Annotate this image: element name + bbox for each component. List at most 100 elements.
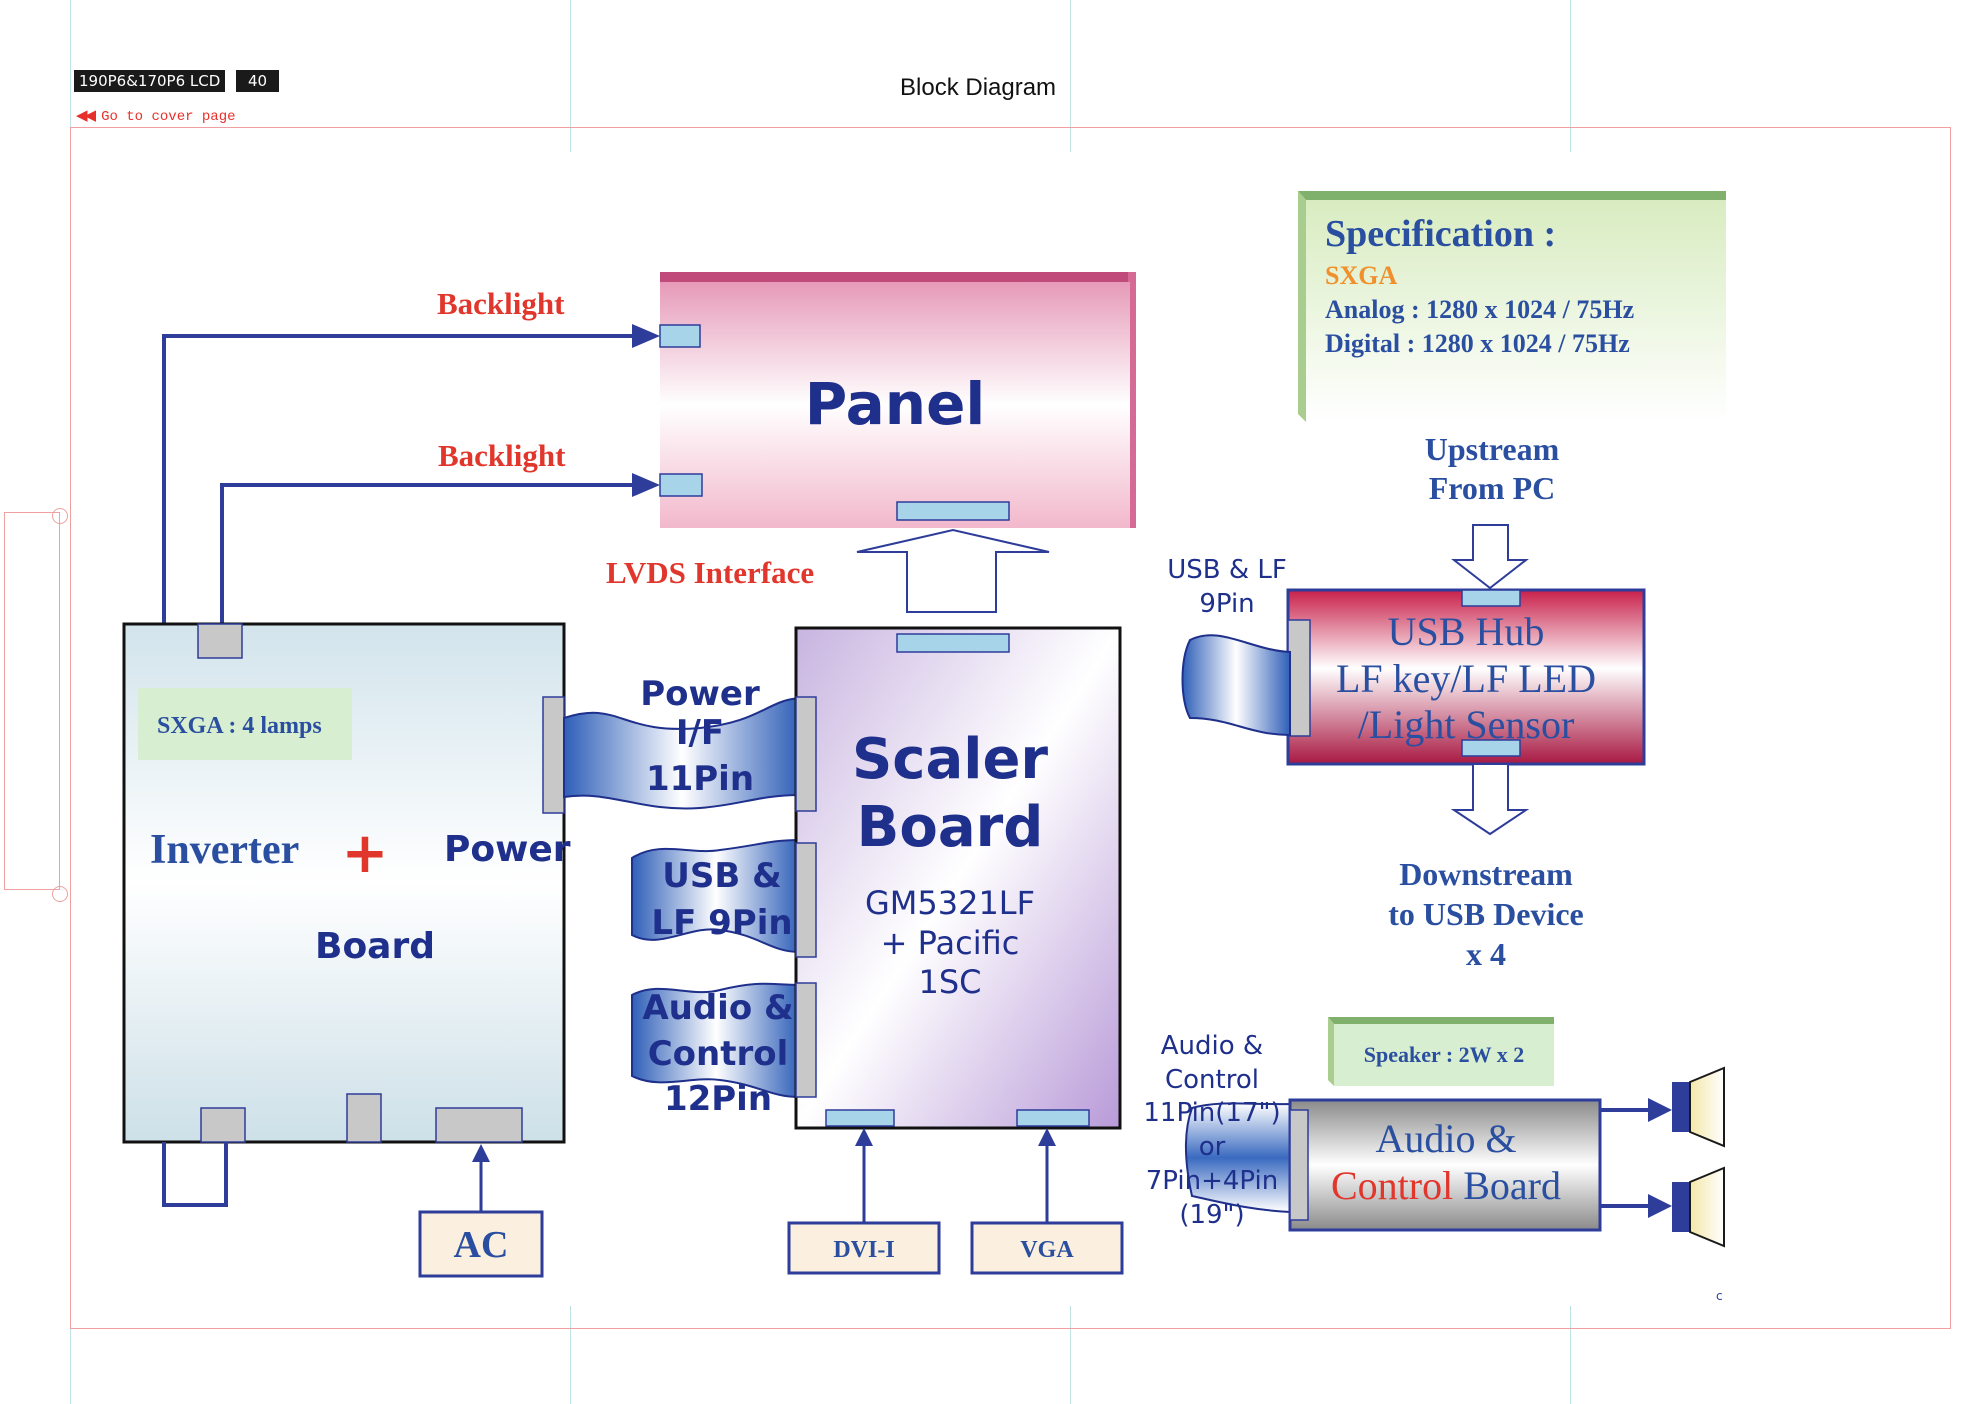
inverter-side-connector — [542, 696, 565, 814]
page-number-badge: 40 — [236, 70, 280, 92]
audio-right-line1: Audio & — [1161, 1031, 1263, 1061]
downstream-line1: Downstream — [1399, 856, 1573, 892]
guide-line — [70, 1306, 71, 1404]
cable-audio-line3: 12Pin — [664, 1079, 772, 1119]
cables-right: USB & LF 9Pin Audio & Control 11Pin(17")… — [1143, 555, 1291, 1230]
audio-right-line3: 11Pin(17") — [1143, 1098, 1280, 1128]
panel-backlight-connector — [659, 473, 703, 497]
scaler-label-line1: Scaler — [852, 727, 1048, 792]
vga-label: VGA — [1020, 1237, 1074, 1263]
guide-line — [570, 0, 571, 152]
scaler-power-connector — [795, 696, 817, 812]
inverter-ac-connector — [435, 1107, 523, 1143]
speaker-icon — [1672, 1182, 1690, 1232]
inverter-top-connector — [197, 623, 243, 659]
audio-board-control: Control — [1331, 1163, 1453, 1208]
usb-lf-9pin-line1: USB & LF — [1167, 555, 1287, 585]
power-label: Power — [444, 829, 571, 870]
page-title: Block Diagram — [900, 74, 1057, 101]
hub-line3: /Light Sensor — [1358, 702, 1575, 747]
board-label: Board — [315, 926, 435, 967]
plus-sign: + — [342, 821, 389, 886]
audio-right-line2: Control — [1165, 1065, 1259, 1095]
footer-mark: c — [1716, 1289, 1723, 1303]
cable-audio-line2: Control — [648, 1034, 789, 1074]
scaler-label-line2: Board — [857, 795, 1044, 860]
upstream-line1: Upstream — [1425, 431, 1560, 467]
usb-lf-9pin-line2: 9Pin — [1199, 589, 1254, 619]
cable-power-line1: Power — [640, 674, 760, 714]
audio-right-line4: or — [1199, 1132, 1226, 1162]
inverter-loop-wire — [162, 1142, 228, 1207]
guide-line — [1570, 0, 1571, 152]
spec-heading: Specification : — [1325, 213, 1556, 255]
page-frame — [70, 127, 1951, 1329]
guide-line — [1570, 1306, 1571, 1404]
lvds-arrow: LVDS Interface — [606, 528, 1050, 613]
lamps-label: SXGA : 4 lamps — [157, 713, 322, 739]
audio-board-connector — [1289, 1109, 1309, 1221]
usb-hub-block: Upstream From PC USB Hub LF key/LF LED /… — [1286, 431, 1646, 972]
input-blocks: AC DVI-I VGA — [418, 1128, 1124, 1278]
inverter-board-block: SXGA : 4 lamps Inverter + Power Board — [122, 622, 571, 1207]
hub-downstream-connector — [1461, 739, 1521, 757]
panel-block: Panel — [659, 272, 1136, 528]
specification-box: Specification : SXGA Analog : 1280 x 102… — [1298, 191, 1726, 422]
guide-line — [70, 0, 71, 152]
scaler-chip-line1: GM5321LF — [865, 884, 1035, 922]
panel-label: Panel — [805, 370, 986, 438]
speaker-tag: Speaker : 2W x 2 — [1328, 1017, 1554, 1086]
spec-analog: Analog : 1280 x 1024 / 75Hz — [1325, 295, 1634, 324]
cover-link-label: Go to cover page — [101, 109, 236, 125]
scaler-chip-line3: 1SC — [918, 963, 981, 1001]
lvds-label: LVDS Interface — [606, 555, 814, 590]
audio-board-line1: Audio & — [1375, 1116, 1516, 1161]
upstream-arrow — [1451, 524, 1529, 590]
hub-line2: LF key/LF LED — [1336, 656, 1596, 701]
speaker-outputs — [1600, 1066, 1725, 1248]
guide-line — [1070, 0, 1071, 152]
model-badge: 190P6&170P6 LCD — [74, 70, 226, 92]
hole-mark — [52, 886, 68, 902]
cable-power-line3: 11Pin — [646, 759, 754, 799]
downstream-line2: to USB Device — [1388, 896, 1584, 932]
audio-control-board-block: Audio & Control Board — [1288, 1098, 1602, 1232]
audio-right-line6: (19") — [1179, 1200, 1244, 1230]
downstream-arrow — [1450, 763, 1530, 836]
panel-backlight-connector — [659, 324, 701, 348]
downstream-line3: x 4 — [1466, 936, 1506, 972]
go-to-cover-link[interactable]: ◀◀Go to cover page — [76, 106, 236, 125]
scaler-board-block: Scaler Board GM5321LF + Pacific 1SC — [794, 626, 1122, 1130]
spec-format: SXGA — [1325, 261, 1397, 290]
backlight-label-bottom: Backlight — [438, 438, 566, 473]
hole-mark — [52, 508, 68, 524]
scaler-chip-line2: + Pacific — [881, 924, 1020, 962]
guide-line — [1070, 1306, 1071, 1404]
speaker-cone — [1689, 1166, 1725, 1248]
hub-line1: USB Hub — [1388, 609, 1545, 654]
backlight-label-top: Backlight — [437, 286, 565, 321]
scaler-audio-connector — [795, 982, 817, 1098]
cable-usb-line2: LF 9Pin — [651, 903, 792, 943]
speaker-cone — [1689, 1066, 1725, 1148]
audio-board-line2: Control Board — [1331, 1163, 1561, 1208]
spec-digital: Digital : 1280 x 1024 / 75Hz — [1325, 329, 1630, 358]
cable-usb-line1: USB & — [662, 856, 782, 896]
scaler-vga-connector — [1016, 1109, 1090, 1127]
binding-margin — [4, 512, 60, 890]
lamps-tag — [138, 688, 352, 760]
backlight-connections: Backlight Backlight — [162, 286, 660, 625]
hub-side-connector — [1287, 619, 1311, 737]
ac-input-box — [418, 1210, 544, 1278]
inverter-bottom-connector — [200, 1107, 246, 1143]
cable-audio-line1: Audio & — [642, 988, 793, 1028]
panel-lvds-connector — [896, 501, 1010, 521]
cables-left: Power I/F 11Pin USB & LF 9Pin Audio & Co… — [563, 674, 801, 1119]
ac-label: AC — [454, 1224, 509, 1266]
speaker-icon — [1672, 1082, 1690, 1132]
scaler-lvds-connector — [896, 633, 1010, 653]
scaler-dvi-connector — [825, 1109, 895, 1127]
audio-right-line5: 7Pin+4Pin — [1146, 1166, 1279, 1196]
upstream-line2: From PC — [1429, 470, 1555, 506]
